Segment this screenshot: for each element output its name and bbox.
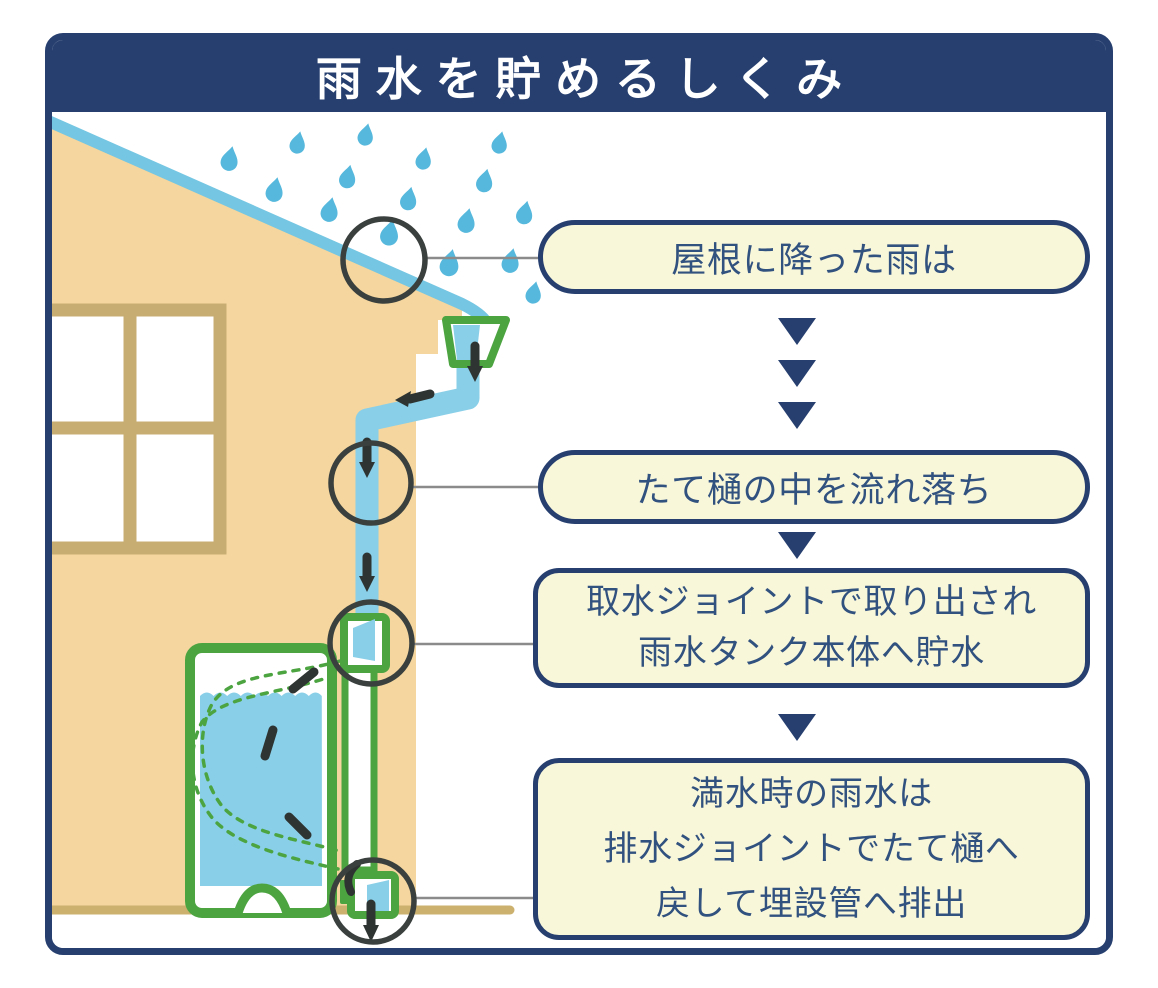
- page-title: 雨水を貯めるしくみ: [315, 53, 856, 105]
- callout-step-3-text-line-1: 取水ジョイントで取り出され: [586, 583, 1037, 621]
- intake-joint: [340, 613, 390, 673]
- flow-arrow-icon: [778, 714, 816, 741]
- flow-arrow-icon: [778, 402, 816, 429]
- tank-water: [200, 692, 322, 886]
- annotation-circle-roof: [340, 216, 428, 304]
- frame: 雨水を貯めるしくみ: [45, 33, 1113, 955]
- lower-downspout-pipe: [341, 658, 378, 874]
- callout-step-2: たて樋の中を流れ落ち: [538, 450, 1090, 524]
- callout-step-4-text-line-3: 戻して埋設管へ排出: [655, 884, 968, 923]
- callout-step-4: 満水時の雨水は 排水ジョイントでたて樋へ 戻して埋設管へ排出: [533, 758, 1090, 940]
- house-illustration: [52, 116, 547, 945]
- annotation-circle-downspout: [328, 440, 414, 526]
- diagram-canvas: 屋根に降った雨は たて樋の中を流れ落ち 取水ジョイントで取り出され 雨水タンク本…: [52, 112, 1106, 948]
- callout-step-2-text: たて樋の中を流れ落ち: [635, 470, 993, 510]
- connector-lines: [410, 256, 547, 900]
- rain-tank: [185, 643, 337, 918]
- annotation-circle-drain-joint: [329, 857, 417, 945]
- title-bar: 雨水を貯めるしくみ: [52, 40, 1106, 112]
- rain-drops: [220, 123, 541, 304]
- overflow-dashed-path: [190, 659, 344, 871]
- callout-step-3: 取水ジョイントで取り出され 雨水タンク本体へ貯水: [533, 568, 1090, 688]
- flow-arrow-icon: [778, 318, 816, 345]
- callout-step-1-text: 屋根に降った雨は: [671, 240, 957, 280]
- callout-step-4-text-line-1: 満水時の雨水は: [690, 774, 933, 813]
- tank-foot-arch: [233, 883, 292, 915]
- flow-arrow-icon: [778, 360, 816, 387]
- annotation-circle-intake-joint: [327, 599, 415, 687]
- callout-step-1: 屋根に降った雨は: [538, 220, 1090, 294]
- callout-step-3-text-line-2: 雨水タンク本体へ貯水: [638, 634, 985, 672]
- window: [52, 303, 227, 555]
- flow-arrow-icon: [778, 532, 816, 559]
- callout-step-4-text-line-2: 排水ジョイントでたて樋へ: [603, 829, 1020, 868]
- annotation-circles: [327, 216, 428, 945]
